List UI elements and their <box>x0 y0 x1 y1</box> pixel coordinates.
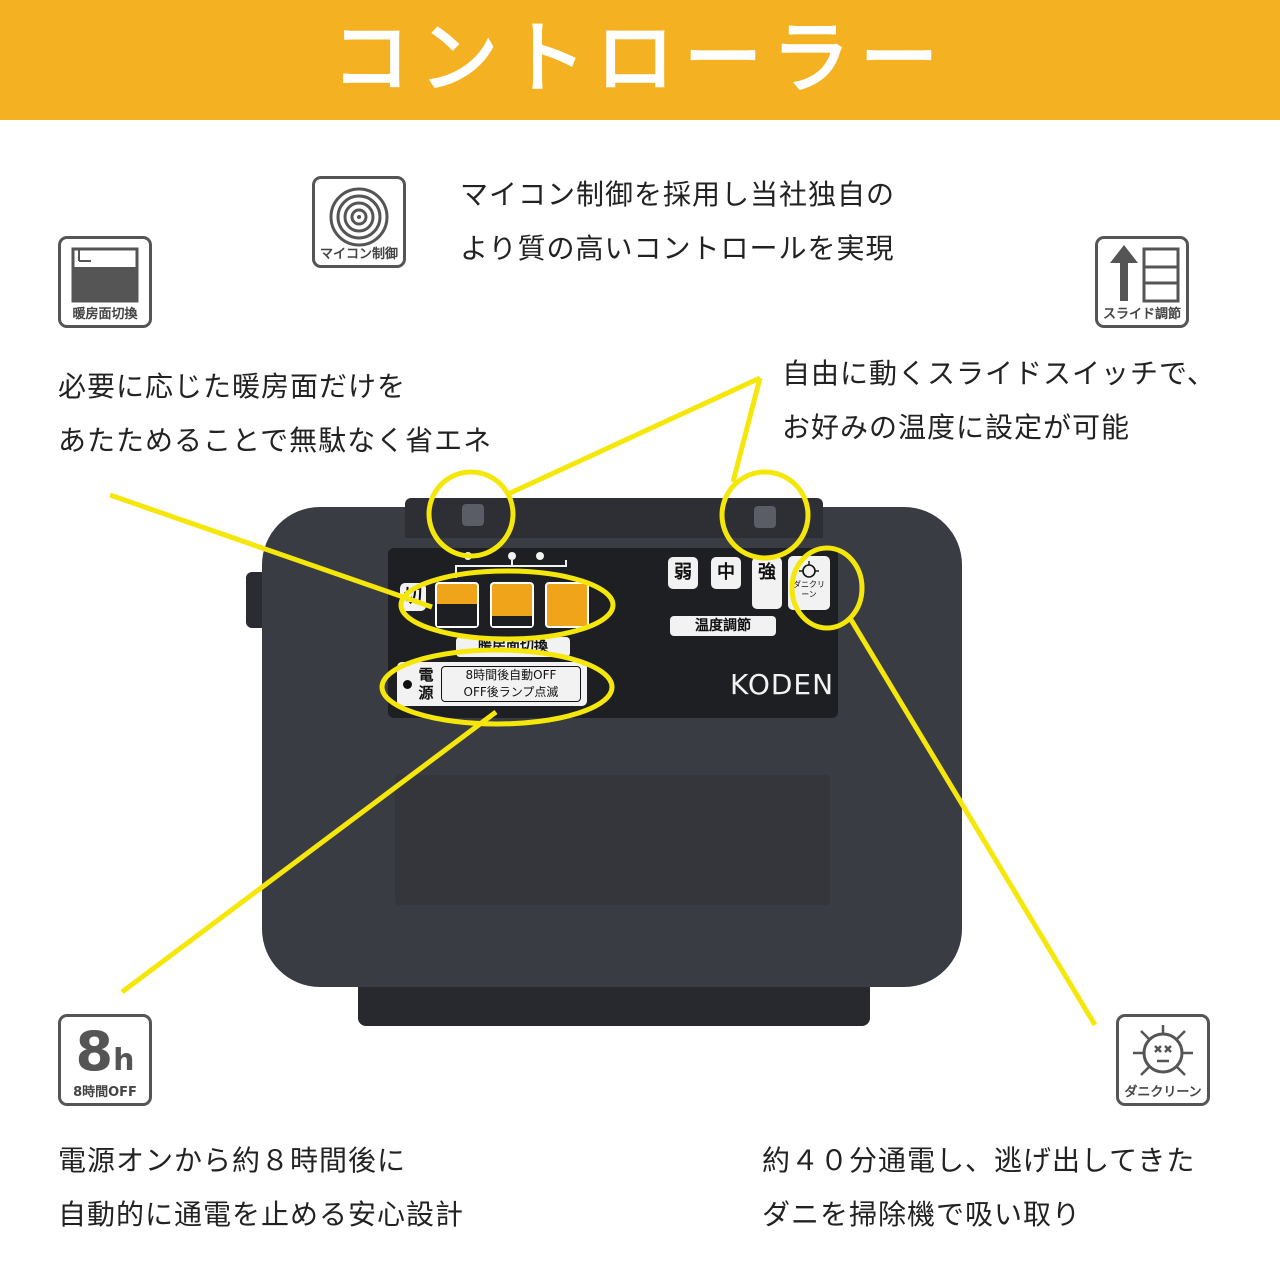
mite-clean-caption: ダニクリーン <box>1124 1085 1202 1100</box>
mite-clean-button[interactable]: ダニクリーン <box>788 556 830 610</box>
title-banner: コントローラー <box>0 0 1280 120</box>
8h-icon-number: 8 <box>75 1020 114 1083</box>
concentric-circles-icon <box>329 187 389 247</box>
slide-adjust-feature-icon: スライド調節 <box>1095 236 1189 328</box>
power-indicator-lamp <box>403 680 412 689</box>
heating-surface-icon <box>71 247 139 303</box>
power-note-line: OFF後ランプ点滅 <box>463 685 559 699</box>
description-line: お好みの温度に設定が可能 <box>782 411 1131 444</box>
heating-surface-description: 必要に応じた暖房面だけを あたためることで無駄なく省エネ <box>58 360 492 468</box>
slide-adjust-description: 自由に動くスライドスイッチで、 お好みの温度に設定が可能 <box>782 347 1216 455</box>
description-line: 電源オンから約８時間後に <box>58 1144 407 1177</box>
mite-icon <box>1133 1025 1193 1076</box>
temp-weak-button[interactable]: 弱 <box>668 557 698 589</box>
microcomputer-icon: マイコン制御 <box>312 176 406 268</box>
slide-adjust-caption: スライド調節 <box>1102 307 1181 322</box>
power-note: 8時間後自動OFF OFF後ランプ点滅 <box>441 666 581 702</box>
microcomputer-caption: マイコン制御 <box>319 247 398 262</box>
display-window <box>395 775 830 905</box>
temp-medium-button[interactable]: 中 <box>711 557 741 589</box>
off-key[interactable]: 切 <box>400 583 426 611</box>
left-slide-switch[interactable] <box>462 504 484 526</box>
power-note-line: 8時間後自動OFF <box>465 668 557 682</box>
right-slide-switch[interactable] <box>754 506 776 528</box>
heating-key-2[interactable] <box>490 582 534 628</box>
8h-icon-unit: h <box>113 1043 135 1078</box>
timer-caption: 8時間OFF <box>73 1085 137 1100</box>
microcomputer-description: マイコン制御を採用し当社独自の より質の高いコントロールを実現 <box>460 168 895 276</box>
brand-logo: KODEN <box>730 668 835 701</box>
temperature-adjust-label: 温度調節 <box>670 616 776 636</box>
slide-arrow-icon <box>1110 245 1180 303</box>
description-line: マイコン制御を採用し当社独自の <box>460 178 896 211</box>
heating-surface-caption: 暖房面切換 <box>72 307 138 322</box>
heating-key-1[interactable] <box>435 582 479 628</box>
heating-key-3[interactable] <box>545 582 589 628</box>
description-line: より質の高いコントロールを実現 <box>460 232 895 265</box>
mite-clean-button-label: ダニクリーン <box>793 580 825 599</box>
description-line: 約４０分通電し、逃げ出してきた <box>762 1144 1196 1177</box>
temp-strong-button[interactable]: 強 <box>752 557 782 609</box>
mite-icon <box>799 561 819 578</box>
mite-clean-feature-icon: ダニクリーン <box>1116 1014 1210 1106</box>
description-line: 必要に応じた暖房面だけを <box>58 370 407 403</box>
description-line: ダニを掃除機で吸い取り <box>762 1198 1082 1231</box>
description-line: 自由に動くスライドスイッチで、 <box>782 357 1216 390</box>
power-label: 電源 <box>418 666 434 702</box>
heating-switch-label: 暖房面切換 <box>456 637 570 657</box>
8h-icon: 8h <box>61 1019 149 1085</box>
timer-description: 電源オンから約８時間後に 自動的に通電を止める安心設計 <box>58 1134 464 1242</box>
description-line: あたためることで無駄なく省エネ <box>58 424 493 457</box>
mite-clean-description: 約４０分通電し、逃げ出してきた ダニを掃除機で吸い取り <box>762 1134 1195 1242</box>
power-button[interactable]: 電源 8時間後自動OFF OFF後ランプ点滅 <box>397 662 587 706</box>
timer-feature-icon: 8h 8時間OFF <box>58 1014 152 1106</box>
banner-title: コントローラー <box>331 14 948 104</box>
heating-surface-feature-icon: 暖房面切換 <box>58 236 152 328</box>
description-line: 自動的に通電を止める安心設計 <box>58 1198 465 1231</box>
